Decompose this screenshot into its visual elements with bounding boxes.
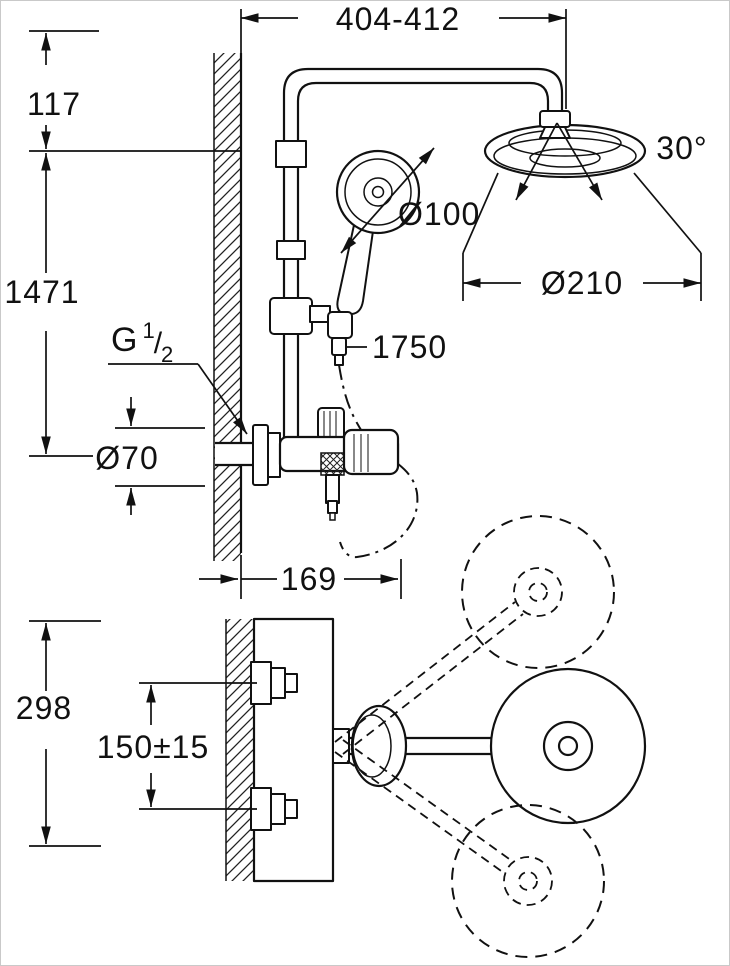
dim-wall-distance: 169	[281, 561, 337, 597]
head-union	[539, 110, 571, 128]
hose-length-label: 1750	[372, 329, 447, 365]
dim-handshower-diameter: Ø100	[398, 196, 480, 232]
swivel-arms	[334, 601, 524, 874]
hose-connector	[331, 337, 347, 356]
dim-escutcheon-diameter: Ø70	[95, 440, 158, 476]
hand-shower-holder	[269, 297, 353, 366]
dim-riser-height: 1471	[4, 274, 79, 310]
diverter-knob	[317, 407, 345, 440]
wall-section	[213, 53, 243, 561]
diverter-knob-top-view	[350, 704, 408, 788]
angle-label: 30°	[656, 130, 707, 166]
bottom-outlet	[325, 474, 340, 504]
swivel-angle-line-right	[556, 122, 603, 201]
holder-position-current	[489, 667, 647, 825]
riser-pipe	[275, 67, 564, 447]
dim-headshower-diameter: Ø210	[541, 265, 623, 301]
holder-position-upper	[461, 515, 615, 669]
union-nut	[267, 432, 281, 478]
holder-position-lower	[451, 804, 605, 958]
upper-view: 404-412 117 1471 G1/2 Ø70 Ø100	[4, 1, 707, 599]
dim-supply-spacing: 150±15	[97, 729, 210, 765]
wall-section-top-view	[225, 617, 335, 883]
hand-shower-handle	[336, 224, 374, 315]
dim-top-span: 404-412	[336, 1, 460, 37]
mixer-valve	[215, 407, 400, 521]
hand-shower	[335, 149, 421, 315]
pipe-joint	[276, 240, 306, 260]
escutcheon	[252, 424, 269, 486]
head-shower	[483, 110, 647, 201]
shower-hose	[338, 364, 419, 559]
swivel-angle-line-left	[515, 122, 558, 201]
dim-bottom-height: 298	[16, 690, 72, 726]
lower-view: 298 150±15	[16, 515, 647, 958]
dimensions-lower: 298 150±15	[16, 620, 257, 847]
pipe-sleeve	[275, 140, 307, 168]
outlet-arm	[332, 704, 493, 788]
mounting-plate	[252, 617, 335, 883]
diverter-stem	[320, 452, 345, 476]
valve-handle	[342, 428, 400, 476]
dim-top-offset: 117	[27, 86, 81, 122]
